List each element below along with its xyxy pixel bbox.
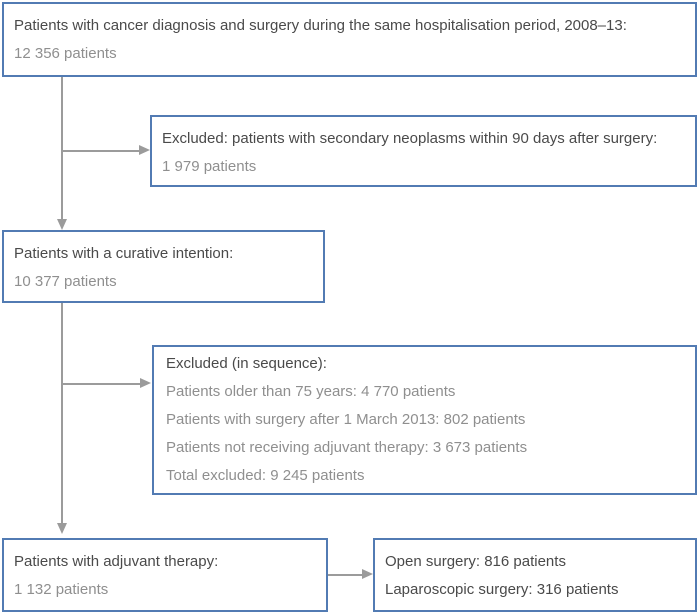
box-label: Excluded: patients with secondary neopla…: [162, 130, 658, 147]
arrow-right-icon: [139, 145, 150, 155]
box-label: Patients with cancer diagnosis and surge…: [14, 17, 627, 34]
arrow-right-icon: [362, 569, 373, 579]
connector-line-branch-2: [62, 383, 140, 385]
box-adjuvant-therapy: Patients with adjuvant therapy: 1 132 pa…: [2, 538, 328, 612]
box-count: 1 132 patients: [14, 581, 109, 598]
box-excluded-neoplasms: Excluded: patients with secondary neopla…: [150, 115, 697, 187]
box-excluded-in-sequence: Excluded (in sequence): Patients older t…: [152, 345, 697, 495]
exclusion-item: Patients with surgery after 1 March 2013…: [166, 411, 526, 428]
connector-line-vertical-2: [61, 303, 63, 524]
surgery-line: Laparoscopic surgery: 316 patients: [385, 581, 619, 598]
arrow-down-icon: [57, 523, 67, 534]
exclusion-item: Patients older than 75 years: 4 770 pati…: [166, 383, 456, 400]
exclusion-item: Total excluded: 9 245 patients: [166, 467, 365, 484]
connector-line-vertical-1: [61, 77, 63, 220]
box-label: Patients with a curative intention:: [14, 245, 234, 262]
arrow-right-icon: [140, 378, 151, 388]
box-label: Excluded (in sequence):: [166, 355, 327, 372]
arrow-down-icon: [57, 219, 67, 230]
box-count: 10 377 patients: [14, 273, 117, 290]
box-count: 12 356 patients: [14, 45, 117, 62]
box-label: Patients with adjuvant therapy:: [14, 553, 219, 570]
box-surgery-split: Open surgery: 816 patients Laparoscopic …: [373, 538, 697, 612]
connector-line-branch-1: [62, 150, 139, 152]
exclusion-item: Patients not receiving adjuvant therapy:…: [166, 439, 528, 456]
box-count: 1 979 patients: [162, 158, 257, 175]
surgery-line: Open surgery: 816 patients: [385, 553, 566, 570]
box-initial-cohort: Patients with cancer diagnosis and surge…: [2, 2, 697, 77]
connector-line-branch-3: [328, 574, 362, 576]
box-curative-intention: Patients with a curative intention: 10 3…: [2, 230, 325, 303]
